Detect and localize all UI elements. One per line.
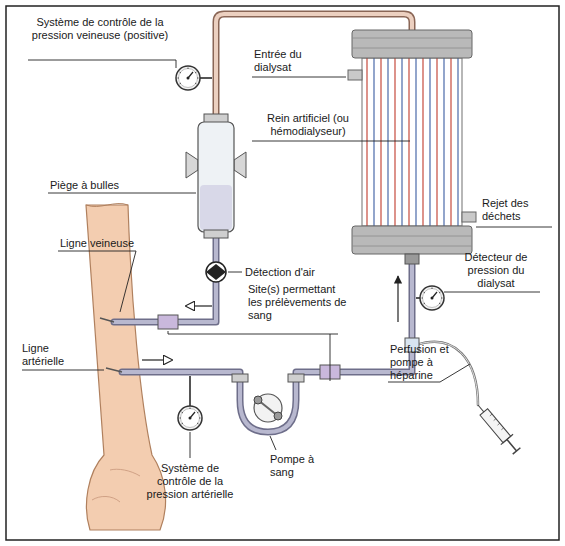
hemodialyzer bbox=[348, 30, 476, 264]
air-detector bbox=[206, 262, 226, 282]
callout-label: Ligne artérielle bbox=[22, 342, 92, 368]
arm bbox=[86, 205, 166, 530]
bubble-trap bbox=[186, 114, 246, 238]
frame bbox=[6, 6, 559, 540]
heparin-syringe bbox=[472, 400, 523, 456]
sampling-site bbox=[158, 315, 178, 329]
flow-arrow bbox=[397, 276, 398, 322]
callout-label: Perfusion et pompe à héparine bbox=[390, 343, 456, 382]
callout-label: Système de contrôle de la pression artér… bbox=[146, 462, 234, 501]
venous-pressure-gauge bbox=[176, 66, 200, 90]
callout-label: Détection d'air bbox=[245, 266, 345, 279]
flow-arrow bbox=[142, 359, 172, 360]
flow-arrow bbox=[186, 305, 212, 306]
arterial-pressure-gauge bbox=[178, 406, 202, 430]
leader-lines bbox=[22, 60, 552, 458]
callout-label: Rejet des déchets bbox=[482, 197, 556, 223]
callout-label: Pompe à sang bbox=[270, 453, 320, 479]
callout-label: Système de contrôle de la pression veine… bbox=[30, 16, 170, 42]
callout-label: Entrée du dialysat bbox=[254, 48, 318, 74]
callout-label: Rein artificiel (ou hémodialyseur) bbox=[256, 112, 360, 138]
dialysate-pressure-gauge bbox=[420, 286, 444, 310]
callout-label: Piège à bulles bbox=[50, 179, 160, 192]
blood-pump bbox=[232, 374, 304, 422]
callout-label: Détecteur de pression du dialysat bbox=[458, 251, 534, 290]
callout-label: Ligne veineuse bbox=[60, 237, 160, 250]
blood-tubing bbox=[114, 14, 478, 432]
callout-label: Site(s) permettant les prélèvements de s… bbox=[248, 283, 348, 322]
